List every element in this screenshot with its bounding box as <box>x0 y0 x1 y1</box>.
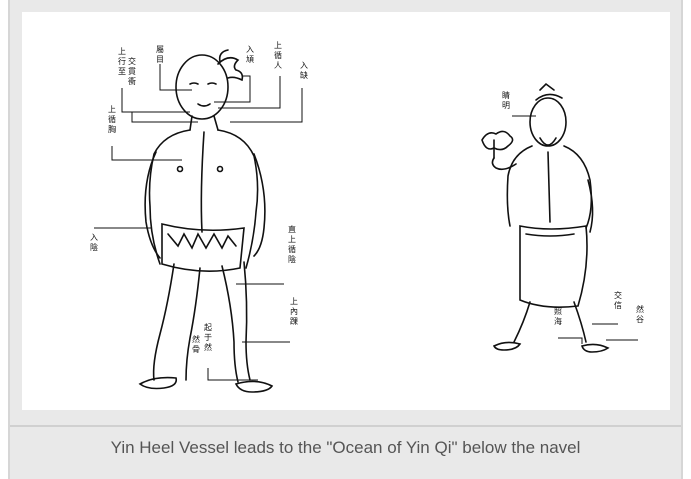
right-figure <box>481 82 610 353</box>
label-rangu-left: 然 <box>192 334 200 344</box>
label-ru-quepen: 入 <box>300 61 308 70</box>
svg-text:衝: 衝 <box>128 76 136 86</box>
right-figure-hair <box>535 93 563 101</box>
left-figure-right-arm <box>253 153 266 257</box>
label-rangu-right: 然 <box>636 304 644 314</box>
svg-text:循: 循 <box>108 114 116 124</box>
right-figure-right-arm <box>587 179 594 233</box>
label-jingming: 睛 <box>502 90 510 100</box>
label-shangxing-yanhou: 上 <box>118 47 126 56</box>
svg-text:至: 至 <box>118 67 126 76</box>
label-shang-neihuai: 上 <box>290 297 298 306</box>
label-shangxun-renying: 上 <box>274 41 282 50</box>
left-figure-left-foot <box>138 376 178 390</box>
right-figure-left-foot <box>492 341 522 351</box>
right-figure-labels: 睛 明 交 信 照 海 然 谷 <box>502 90 644 326</box>
right-figure-right-foot <box>580 343 610 353</box>
svg-text:循: 循 <box>288 244 296 254</box>
svg-text:循: 循 <box>274 50 282 60</box>
left-figure-torso-left <box>148 129 191 265</box>
left-figure-mouth <box>197 103 211 107</box>
figure-caption: Yin Heel Vessel leads to the "Ocean of Y… <box>110 438 581 457</box>
left-figure-left-arm <box>144 151 161 259</box>
svg-text:信: 信 <box>614 300 622 310</box>
right-figure-torso-left <box>506 145 533 227</box>
svg-text:缺: 缺 <box>300 70 308 80</box>
label-shumu-neizi: 屬 <box>156 45 164 54</box>
left-figure-leader-lines <box>94 64 303 381</box>
left-figure-leaf-skirt <box>161 222 245 272</box>
svg-text:然: 然 <box>204 342 212 352</box>
acupuncture-illustration: 屬 目 入 頄 上 循 人 入 缺 上 行 至 交 貫 衝 上 循 胸 入 陰 <box>22 12 670 410</box>
svg-text:貫: 貫 <box>128 67 136 76</box>
svg-text:海: 海 <box>554 316 562 326</box>
label-jiaoxin: 交 <box>614 290 622 300</box>
svg-text:明: 明 <box>502 101 510 110</box>
svg-text:頄: 頄 <box>246 55 254 64</box>
right-figure-leader-lines <box>512 115 638 344</box>
illustration-svg: 屬 目 入 頄 上 循 人 入 缺 上 行 至 交 貫 衝 上 循 胸 入 陰 <box>90 41 644 393</box>
left-figure-labels: 屬 目 入 頄 上 循 人 入 缺 上 行 至 交 貫 衝 上 循 胸 入 陰 <box>90 41 308 354</box>
svg-text:目: 目 <box>156 55 164 64</box>
svg-text:上: 上 <box>288 235 296 244</box>
caption-divider <box>10 425 681 427</box>
label-qiyu-rangu: 起 <box>204 323 212 332</box>
right-figure-left-leg <box>513 301 531 343</box>
figure-frame: 屬 目 入 頄 上 循 人 入 缺 上 行 至 交 貫 衝 上 循 胸 入 陰 <box>8 0 683 479</box>
svg-text:行: 行 <box>118 56 126 66</box>
right-figure-robe <box>519 225 588 308</box>
svg-text:胸: 胸 <box>108 124 116 134</box>
svg-text:陰: 陰 <box>90 242 98 252</box>
svg-text:谷: 谷 <box>636 315 644 324</box>
left-figure-topknot <box>217 56 244 82</box>
left-figure-right-leg <box>221 265 239 383</box>
svg-text:骨: 骨 <box>192 345 200 354</box>
label-zhaohai: 照 <box>554 307 562 316</box>
left-figure-left-leg <box>152 263 175 381</box>
right-figure-arm-flower <box>491 157 517 171</box>
left-figure-eyes <box>189 82 217 85</box>
right-figure-right-leg <box>573 301 587 343</box>
label-ru-yin: 入 <box>90 233 98 242</box>
left-figure-head <box>175 54 229 120</box>
label-jiaoguan-chongmai: 交 <box>128 56 136 66</box>
svg-text:內: 內 <box>290 307 298 316</box>
label-ru-qiu: 入 <box>246 45 254 54</box>
svg-text:踝: 踝 <box>290 317 298 326</box>
right-figure-head <box>529 97 567 147</box>
flower-icon <box>481 130 514 151</box>
label-zhishang-yingu: 直 <box>288 224 296 234</box>
left-figure-right-foot <box>234 380 274 393</box>
svg-text:于: 于 <box>204 333 212 342</box>
svg-text:陰: 陰 <box>288 254 296 264</box>
left-figure <box>138 49 274 393</box>
right-figure-beard <box>539 137 557 146</box>
svg-text:人: 人 <box>274 61 282 70</box>
left-figure-torso-right <box>217 129 259 269</box>
label-shangxun-xiongli: 上 <box>108 105 116 114</box>
